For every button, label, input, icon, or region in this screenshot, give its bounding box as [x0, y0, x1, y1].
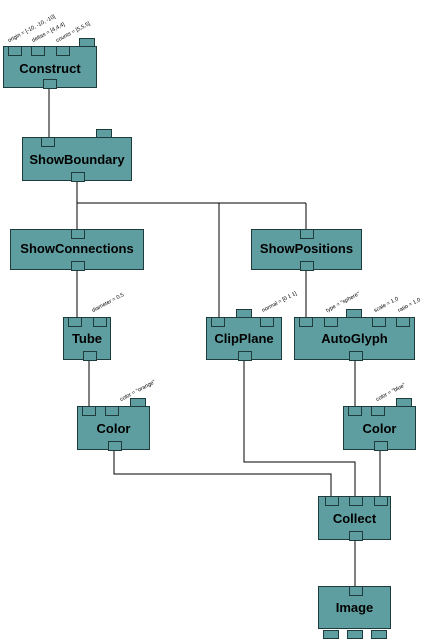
- autoglyph-module[interactable]: AutoGlyph: [294, 309, 415, 361]
- autoglyph-output-port[interactable]: [349, 351, 363, 361]
- showconnections-title: ShowConnections: [20, 241, 134, 256]
- autoglyph-input-port-2[interactable]: [324, 317, 338, 327]
- autoglyph-input-port-3[interactable]: [346, 309, 362, 318]
- construct-output-port[interactable]: [43, 79, 57, 89]
- collect-input-port-2[interactable]: [349, 496, 363, 506]
- tube-module[interactable]: Tube: [63, 317, 111, 361]
- collect-input-port-3[interactable]: [374, 496, 388, 506]
- color-right-module[interactable]: Color: [343, 398, 416, 451]
- image-module[interactable]: Image: [318, 586, 391, 639]
- showconnections-module[interactable]: ShowConnections: [10, 229, 144, 271]
- color-left-module[interactable]: Color: [77, 398, 150, 451]
- autoglyph-title: AutoGlyph: [321, 331, 388, 346]
- color-right-output-port[interactable]: [374, 441, 388, 451]
- clipplane-module[interactable]: ClipPlane: [206, 309, 282, 361]
- wire-clipplane-collect: [243, 360, 356, 496]
- tube-input-port-1[interactable]: [68, 317, 82, 327]
- construct-module[interactable]: Construct: [3, 38, 97, 89]
- construct-title: Construct: [19, 61, 81, 76]
- tube-title: Tube: [71, 331, 103, 346]
- showboundary-input-port-1[interactable]: [41, 137, 55, 147]
- autoglyph-input-port-4[interactable]: [372, 317, 386, 327]
- color-left-input-port-3[interactable]: [130, 398, 146, 407]
- color-right-input-port-2[interactable]: [371, 406, 385, 416]
- collect-output-port[interactable]: [349, 531, 363, 541]
- clipplane-output-port[interactable]: [238, 351, 252, 361]
- showpositions-input-port[interactable]: [300, 229, 314, 239]
- autoglyph-input-port-5[interactable]: [396, 317, 410, 327]
- clipplane-input-port-1[interactable]: [211, 317, 225, 327]
- tube-input-port-2[interactable]: [93, 317, 107, 327]
- clipplane-input-port-2[interactable]: [236, 309, 252, 318]
- clipplane-title: ClipPlane: [214, 331, 274, 346]
- construct-input-port-4[interactable]: [79, 38, 95, 47]
- tube-output-port[interactable]: [83, 351, 97, 361]
- collect-input-port-1[interactable]: [325, 496, 339, 506]
- showboundary-title: ShowBoundary: [29, 152, 125, 167]
- image-input-port[interactable]: [349, 586, 363, 596]
- construct-input-port-3[interactable]: [56, 46, 70, 56]
- autoglyph-input-port-1[interactable]: [299, 317, 313, 327]
- clipplane-input-port-3[interactable]: [260, 317, 274, 327]
- color-left-title: Color: [96, 421, 131, 436]
- image-output-port-3[interactable]: [371, 630, 387, 639]
- construct-input-port-2[interactable]: [31, 46, 45, 56]
- wire-showboundary-bus: [76, 181, 306, 204]
- showconnections-output-port[interactable]: [71, 261, 85, 271]
- color-right-title: Color: [362, 421, 397, 436]
- showpositions-title: ShowPositions: [259, 241, 354, 256]
- showboundary-output-port[interactable]: [71, 172, 85, 182]
- construct-input-port-1[interactable]: [8, 46, 22, 56]
- wire-color-left-collect: [113, 450, 332, 496]
- collect-title: Collect: [332, 511, 377, 526]
- showconnections-input-port[interactable]: [71, 229, 85, 239]
- showpositions-module[interactable]: ShowPositions: [251, 229, 362, 271]
- showpositions-output-port[interactable]: [300, 261, 314, 271]
- image-title: Image: [335, 600, 374, 615]
- color-left-output-port[interactable]: [108, 441, 122, 451]
- image-output-port-1[interactable]: [323, 630, 339, 639]
- showboundary-input-port-2[interactable]: [96, 129, 112, 138]
- image-output-port-2[interactable]: [347, 630, 363, 639]
- color-left-input-port-2[interactable]: [105, 406, 119, 416]
- collect-module[interactable]: Collect: [318, 496, 391, 541]
- color-right-input-port-1[interactable]: [348, 406, 362, 416]
- color-left-input-port-1[interactable]: [82, 406, 96, 416]
- showboundary-module[interactable]: ShowBoundary: [22, 129, 132, 182]
- color-right-input-port-3[interactable]: [396, 398, 412, 407]
